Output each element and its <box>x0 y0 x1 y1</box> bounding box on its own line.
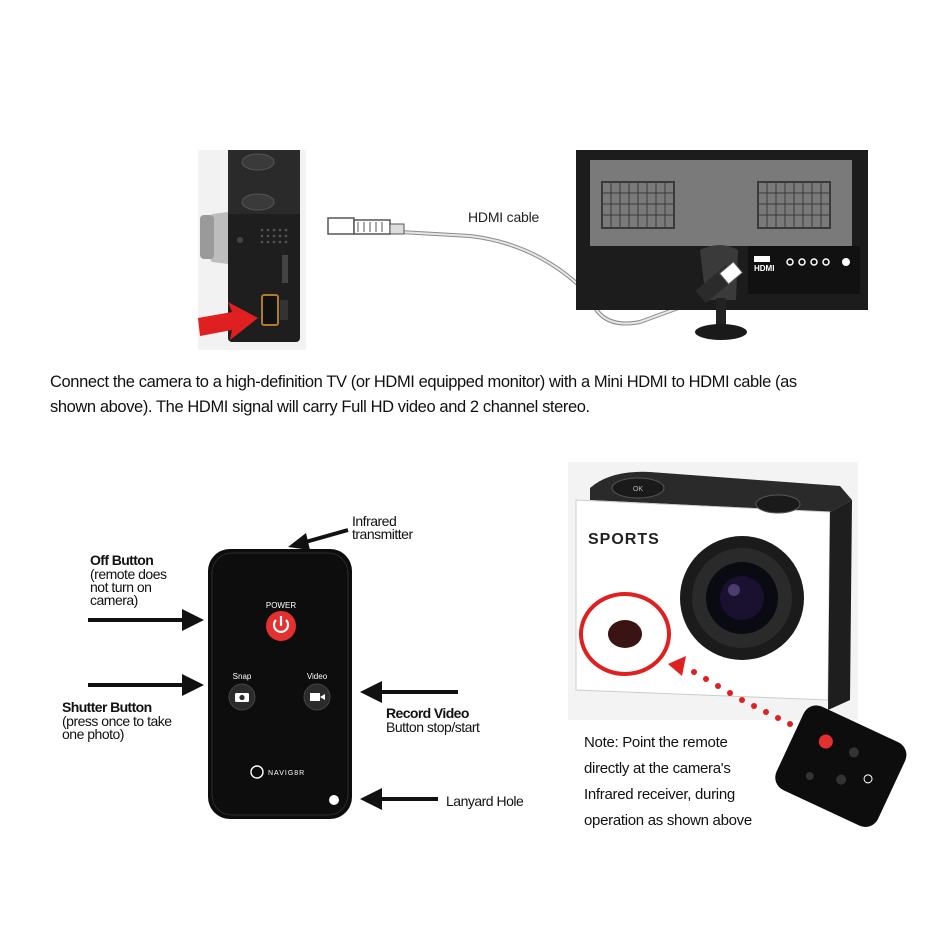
dotted-arrow-icon <box>668 656 793 727</box>
tv-hdmi-port-label: HDMI <box>754 264 775 273</box>
camera-brand-label: SPORTS <box>588 531 660 548</box>
arrow-lanyard-icon <box>360 788 438 810</box>
shutter-button-desc-2: one photo) <box>62 726 124 742</box>
camera-note-line-4: operation as shown above <box>584 812 752 829</box>
remote-figure: POWER Snap Video NAVIG8R <box>88 528 458 819</box>
remote-power-label: POWER <box>266 601 296 610</box>
camera-note-line-1: Note: Point the remote <box>584 734 728 751</box>
shutter-button-title: Shutter Button <box>62 699 152 715</box>
camera-figure: SPORTS OK <box>568 462 907 827</box>
infrared-receiver-icon <box>579 592 671 676</box>
camera-note-line-3: Infrared receiver, during <box>584 786 735 803</box>
record-video-label: Record Video Button stop/start <box>386 705 480 735</box>
shutter-button-label: Shutter Button (press once to take one p… <box>62 699 172 742</box>
lanyard-hole-label: Lanyard Hole <box>446 793 524 809</box>
remote-video-label: Video <box>307 672 328 681</box>
tv-monitor <box>576 150 868 340</box>
shutter-button-desc-1: (press once to take <box>62 713 172 729</box>
red-arrow-icon <box>198 302 258 340</box>
record-video-desc: Button stop/start <box>386 719 480 735</box>
off-button-title: Off Button <box>90 552 154 568</box>
arrow-off-icon <box>88 609 204 631</box>
remote-snap-label: Snap <box>233 672 252 681</box>
off-button-desc-2: not turn on <box>90 579 152 595</box>
camera-side-view <box>198 150 306 350</box>
arrow-record-icon <box>360 681 458 703</box>
infrared-label: Infrared transmitter <box>352 513 413 542</box>
off-button-desc-1: (remote does <box>90 566 167 582</box>
arrow-infrared-icon <box>288 528 349 550</box>
paragraph-line-1: Connect the camera to a high-definition … <box>50 373 797 391</box>
record-video-title: Record Video <box>386 705 469 721</box>
brand-logo-icon <box>250 765 264 779</box>
instruction-paragraph: Connect the camera to a high-definition … <box>50 370 910 420</box>
infrared-label-line-1: Infrared <box>352 513 397 529</box>
camera-note: Note: Point the remote directly at the c… <box>584 730 752 834</box>
infrared-label-line-2: transmitter <box>352 526 413 542</box>
action-camera <box>575 471 852 710</box>
lanyard-hole <box>329 795 339 805</box>
off-button-label: Off Button (remote does not turn on came… <box>90 552 167 608</box>
off-button-desc-3: camera) <box>90 592 138 608</box>
remote-brand-label: NAVIG8R <box>268 770 305 777</box>
pointer-arrows <box>88 528 458 810</box>
remote-control <box>208 549 352 819</box>
arrow-shutter-icon <box>88 674 204 696</box>
camera-ok-label: OK <box>633 486 643 493</box>
hdmi-connection-figure <box>198 150 868 350</box>
hdmi-cable-label: HDMI cable <box>468 209 540 225</box>
paragraph-line-2: shown above). The HDMI signal will carry… <box>50 398 590 416</box>
small-remote <box>775 705 907 827</box>
camera-note-line-2: directly at the camera's <box>584 760 731 777</box>
